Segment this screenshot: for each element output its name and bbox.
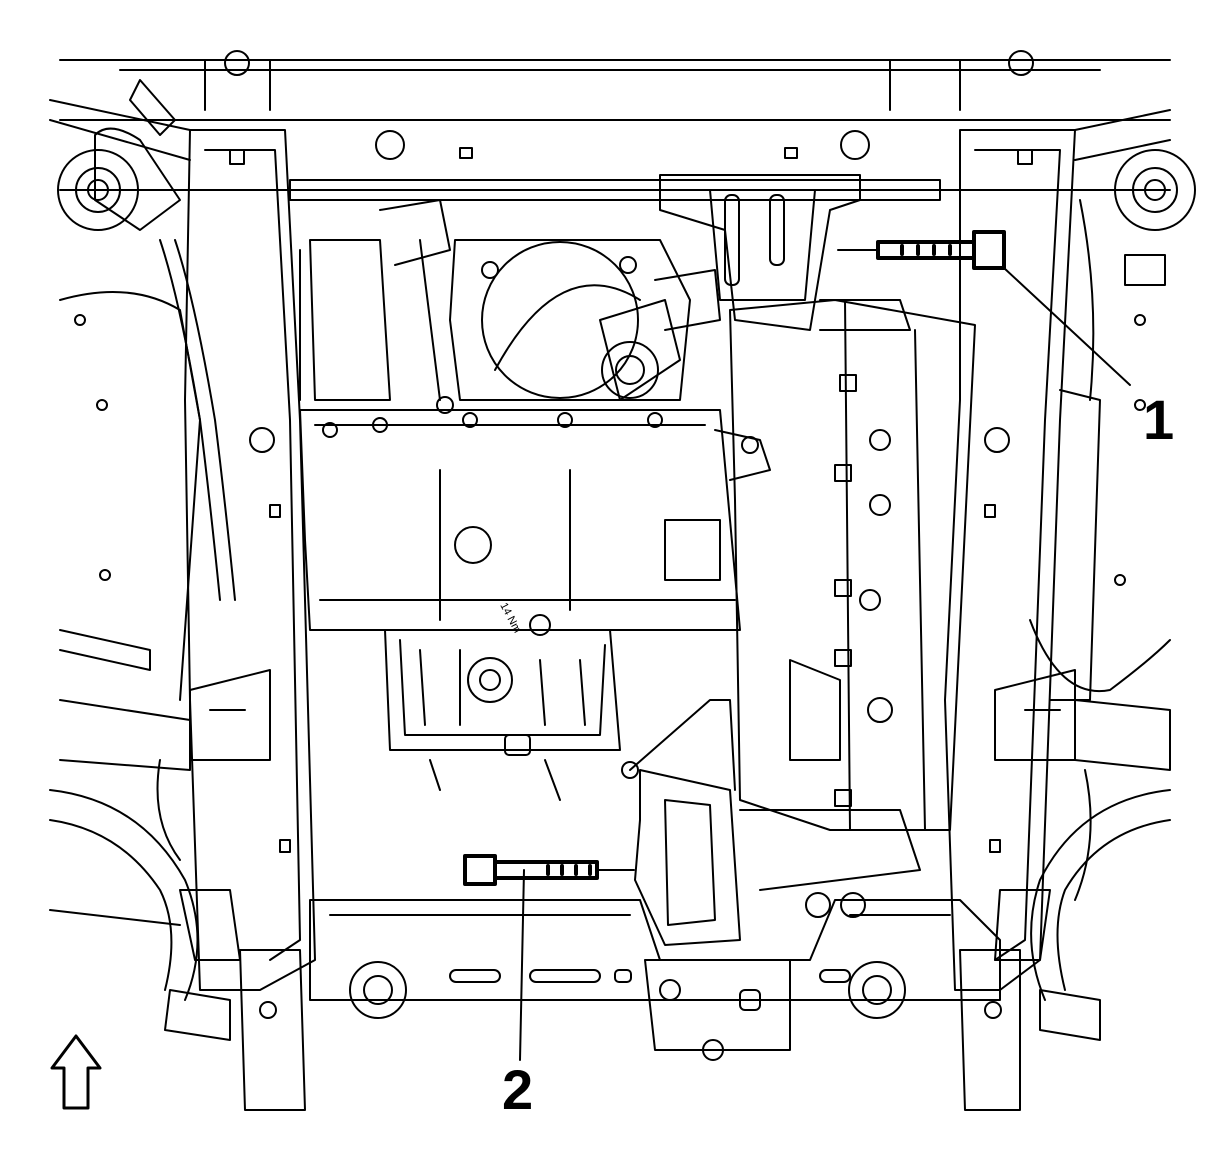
strut-mount-left <box>57 149 139 231</box>
lower-control-arm-left <box>49 789 241 1041</box>
callout-2-pointer-line <box>519 869 525 1061</box>
turbocharger-housing <box>449 239 721 401</box>
intake-pipe <box>299 199 454 414</box>
callout-1-pointer-line <box>1003 267 1131 386</box>
rear-engine-mount <box>621 699 921 946</box>
oil-pan <box>384 629 621 756</box>
right-frame-rail <box>944 109 1171 991</box>
lower-control-arm-right <box>994 789 1171 1041</box>
wiring-and-hoses <box>129 79 1171 901</box>
engine-block <box>299 409 771 636</box>
upper-cross-member <box>59 50 1171 231</box>
callout-1-bolt <box>876 230 1006 270</box>
up-arrow-icon <box>50 1034 102 1110</box>
transmission-case <box>729 299 976 831</box>
left-frame-rail <box>49 99 316 991</box>
callout-2-bolt <box>463 854 599 886</box>
callout-label-1: 1 <box>1143 388 1175 451</box>
callout-label-2: 2 <box>502 1058 534 1121</box>
upper-mount-bracket <box>659 174 911 331</box>
rear-subframe-cross-member <box>239 899 1021 1111</box>
strut-mount-right <box>1114 149 1196 231</box>
